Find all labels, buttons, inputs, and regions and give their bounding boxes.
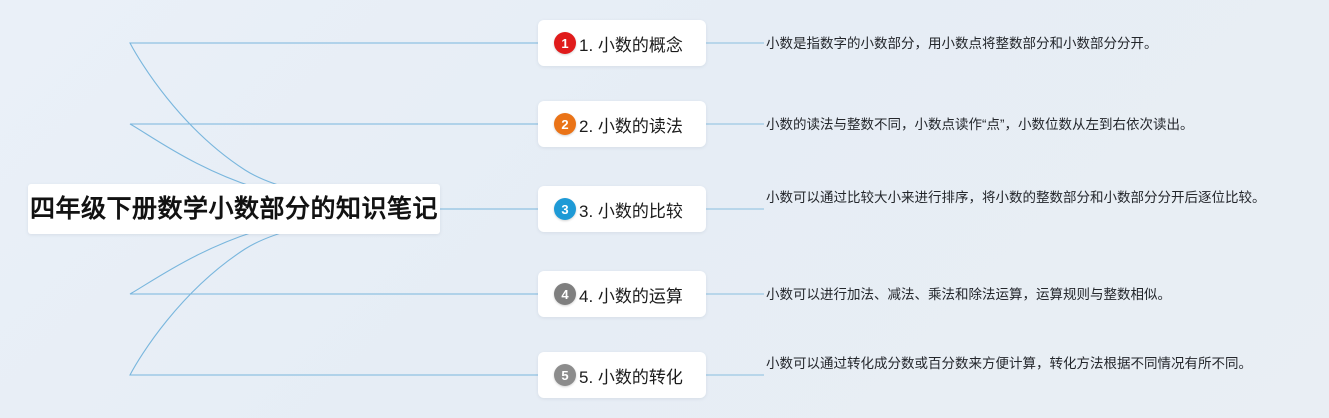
- branch-5-number-badge: 5: [554, 364, 576, 386]
- branch-3-description: 小数可以通过比较大小来进行排序，将小数的整数部分和小数部分分开后逐位比较。: [766, 190, 1266, 205]
- branch-1-label: 1. 小数的概念: [579, 35, 683, 55]
- branch-node-3[interactable]: 3 3. 小数的比较: [538, 186, 706, 232]
- root-node-title: 四年级下册数学小数部分的知识笔记: [30, 194, 439, 223]
- branch-4-description: 小数可以进行加法、减法、乘法和除法运算，运算规则与整数相似。: [766, 287, 1171, 302]
- branch-2-description: 小数的读法与整数不同，小数点读作“点”，小数位数从左到右依次读出。: [766, 117, 1194, 132]
- branch-2-label: 2. 小数的读法: [579, 116, 683, 136]
- branch-3-number-badge: 3: [554, 198, 576, 220]
- branch-4-number-badge: 4: [554, 283, 576, 305]
- branch-4-label: 4. 小数的运算: [579, 286, 683, 306]
- branch-5-label: 5. 小数的转化: [579, 367, 683, 387]
- root-node[interactable]: 四年级下册数学小数部分的知识笔记: [28, 184, 440, 234]
- branch-node-1[interactable]: 1 1. 小数的概念: [538, 20, 706, 66]
- branch-1-description: 小数是指数字的小数部分，用小数点将整数部分和小数部分分开。: [766, 36, 1158, 51]
- branch-1-number-badge: 1: [554, 32, 576, 54]
- branch-2-number-badge: 2: [554, 113, 576, 135]
- branch-node-2[interactable]: 2 2. 小数的读法: [538, 101, 706, 147]
- branch-5-description: 小数可以通过转化成分数或百分数来方便计算，转化方法根据不同情况有所不同。: [766, 356, 1252, 371]
- branch-3-label: 3. 小数的比较: [579, 201, 683, 221]
- branch-node-5[interactable]: 5 5. 小数的转化: [538, 352, 706, 398]
- branch-node-4[interactable]: 4 4. 小数的运算: [538, 271, 706, 317]
